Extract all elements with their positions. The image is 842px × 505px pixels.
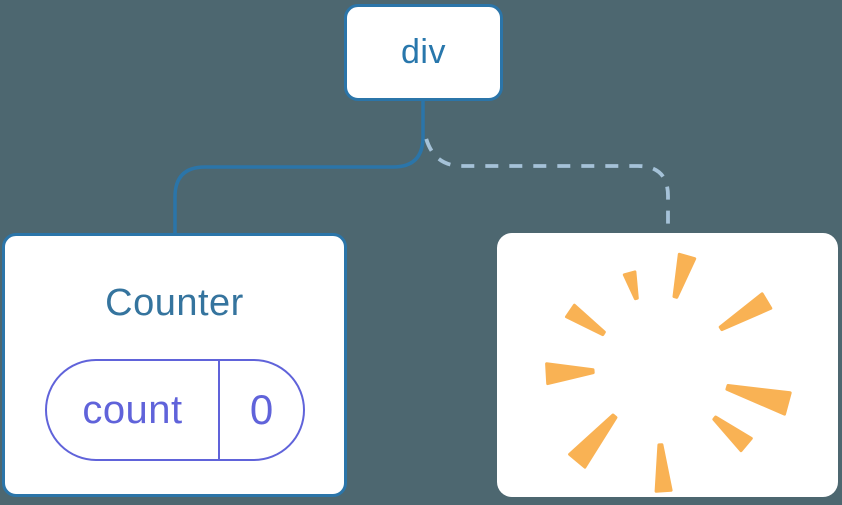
poof-ray xyxy=(622,270,639,301)
div-node-label: div xyxy=(401,33,446,71)
tree-node-removed xyxy=(497,233,838,497)
edge-solid-div-to-counter xyxy=(173,100,425,234)
poof-ray xyxy=(672,252,697,299)
state-pill-divider xyxy=(218,361,220,459)
poof-ray xyxy=(568,413,618,469)
poof-ray xyxy=(725,384,792,416)
edge-dashed-div-to-removed xyxy=(423,133,670,234)
state-value-label: 0 xyxy=(249,386,274,433)
poof-icon xyxy=(545,252,792,493)
poof-ray xyxy=(545,362,595,386)
poof-ray xyxy=(654,443,673,493)
state-key-label: count xyxy=(82,387,183,432)
poof-ray xyxy=(718,292,773,332)
poof-ray xyxy=(712,415,753,453)
tree-node-div: div xyxy=(344,4,503,101)
counter-title: Counter xyxy=(105,282,244,324)
tree-node-counter: Counter count 0 xyxy=(2,233,347,497)
poof-ray xyxy=(565,303,606,337)
state-pill: count 0 xyxy=(45,359,305,461)
